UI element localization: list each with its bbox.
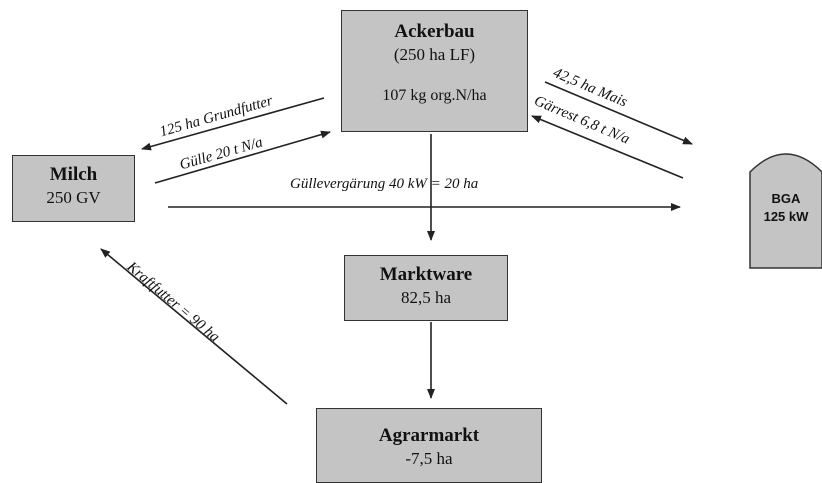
- label-guellevergaerung: Güllevergärung 40 kW = 20 ha: [290, 176, 479, 192]
- arrow-gaerrest: [531, 115, 684, 179]
- arrow-kraftfutter: [100, 248, 288, 405]
- node-milch: Milch 250 GV: [12, 155, 135, 222]
- node-agrarmarkt: Agrarmarkt -7,5 ha: [316, 408, 542, 483]
- node-ackerbau-title: Ackerbau: [394, 21, 475, 42]
- node-ackerbau-area: (250 ha LF): [393, 45, 476, 64]
- node-agrarmarkt-area: -7,5 ha: [405, 449, 453, 468]
- node-ackerbau: Ackerbau (250 ha LF) 107 kg org.N/ha: [341, 10, 528, 132]
- node-marktware: Marktware 82,5 ha: [344, 255, 508, 321]
- node-milch-units: 250 GV: [46, 188, 101, 207]
- arrow-guelle: [154, 130, 331, 184]
- node-marktware-area: 82,5 ha: [400, 288, 452, 307]
- node-ackerbau-nitrogen: 107 kg org.N/ha: [382, 87, 487, 104]
- bga-tank: [749, 153, 822, 269]
- node-bga-power: 125 kW: [763, 209, 809, 224]
- node-agrarmarkt-title: Agrarmarkt: [378, 425, 480, 446]
- arrow-grundfutter: [141, 97, 325, 151]
- node-marktware-title: Marktware: [379, 264, 473, 285]
- node-bga-title: BGA: [771, 191, 801, 206]
- node-bga: BGA 125 kW: [750, 190, 822, 226]
- arrow-mais: [544, 81, 693, 145]
- node-milch-title: Milch: [49, 164, 98, 185]
